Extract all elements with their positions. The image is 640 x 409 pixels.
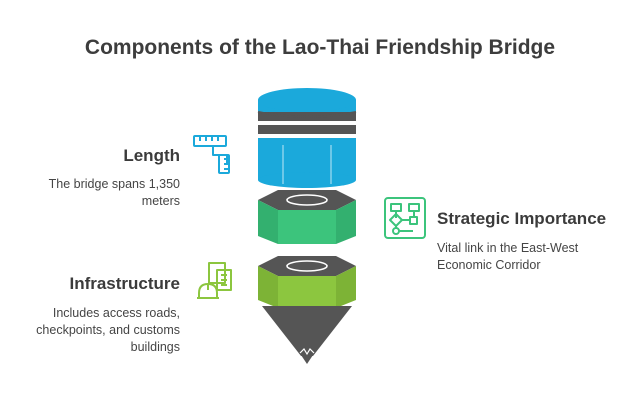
infrastructure-description-line-2: checkpoints, and customs <box>36 323 180 337</box>
length-heading: Length <box>123 146 180 165</box>
length-description-line-1: The bridge spans 1,350 <box>48 177 180 191</box>
length-description-line-2: meters <box>141 194 180 208</box>
length-description: The bridge spans 1,350 meters <box>49 176 180 210</box>
infrastructure-heading: Infrastructure <box>69 274 180 293</box>
flowchart-icon <box>383 196 427 240</box>
strategic-description-line-2: Economic Corridor <box>437 258 541 272</box>
strategic-importance-heading: Strategic Importance <box>437 209 607 228</box>
strategic-importance-description: Vital link in the East-West Economic Cor… <box>437 240 578 274</box>
infrastructure-hexagon-segment <box>258 256 356 364</box>
ruler-icon <box>191 133 233 175</box>
diagram-title: Components of the Lao-Thai Friendship Br… <box>84 36 556 59</box>
length-cylinder-segment <box>257 88 357 188</box>
strategic-description-line-1: Vital link in the East-West <box>437 241 579 255</box>
infrastructure-description-line-1: Includes access roads, <box>52 306 180 320</box>
construction-icon <box>195 260 237 302</box>
infrastructure-description-line-3: buildings <box>130 340 180 354</box>
strategic-hexagon-segment <box>258 190 356 244</box>
infrastructure-description: Includes access roads, checkpoints, and … <box>36 305 180 356</box>
